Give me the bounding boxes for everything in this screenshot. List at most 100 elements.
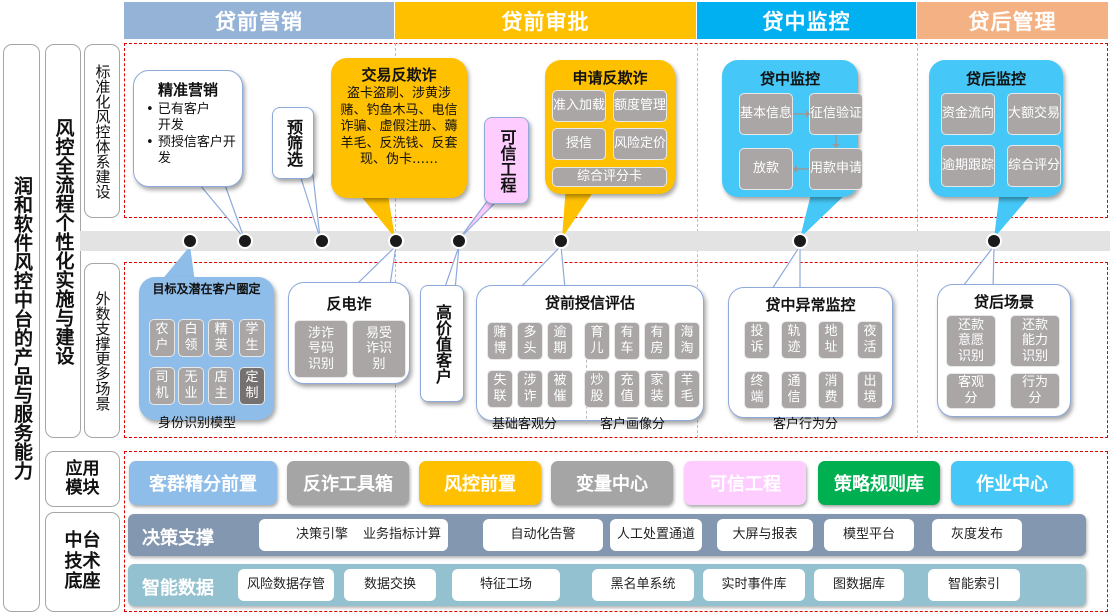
chip-terminal: 终端 [744,371,770,409]
bubble-post-loan-monitor: 贷后监控 资金流向 大额交易 逾期跟踪 综合评分 [929,60,1063,197]
bubble-title: 高价值客户 [433,303,452,384]
cell-smart-index[interactable]: 智能索引 [928,569,1020,601]
bubble-high-value-customer: 高价值客户 [420,285,464,402]
cell-data-exchange[interactable]: 数据交换 [344,569,436,601]
chip-lost-contact: 失联 [487,370,513,408]
sub-bottom-box: 外数支撑更多场景 [84,263,120,438]
cell-model-platform[interactable]: 模型平台 [824,519,914,551]
tail-in-loan [800,190,850,238]
module-label: 可信工程 [709,474,781,495]
cell-blacklist-system[interactable]: 黑名单系统 [592,569,694,601]
tail-prescreen [299,174,321,239]
chip-address: 地址 [818,321,844,359]
sub-top-label: 标准化风控体系建设 [93,63,112,199]
chip-repay-willingness: 还款意愿识别 [946,315,996,367]
bubble-title: 贷后场景 [973,293,1034,311]
chip-elite: 精英 [208,319,234,357]
bottom-region [124,262,1108,438]
main-title-box: 润和软件风控中台的产品与服务能力 [3,44,40,612]
bubble-title: 预筛选 [284,119,303,167]
chip-repay-ability: 还款能力识别 [1010,315,1060,367]
chip-overseas-shopping: 海淘 [674,322,700,360]
bubble-title: 贷前授信评估 [544,294,635,312]
module-risk-front[interactable]: 风控前置 [419,461,541,505]
platform-region [124,451,1108,612]
chip-credit-verify: 征信验证 [809,93,863,135]
module-label: 变量中心 [576,474,648,495]
bubble-title: 贷中异常监控 [765,296,856,314]
module-job-center[interactable]: 作业中心 [951,461,1073,505]
chip-overdue-track: 逾期跟踪 [941,145,995,187]
chip-farmer: 农户 [149,319,175,357]
chip-multi-loan: 多头 [517,322,543,360]
chip-basic-info: 基本信息 [739,93,793,135]
tail-anomaly [768,243,801,293]
cell-feature-factory[interactable]: 特征工场 [452,569,560,601]
timeline-band [80,231,1110,251]
timeline-dot [792,233,808,249]
decision-support-band: 决策支撑 决策引擎 业务指标计算 自动化告警 人工处置通道 大屏与报表 模型平台… [128,514,1086,556]
cell-risk-data-storage[interactable]: 风险数据存管 [238,569,334,601]
chip-fund-flow: 资金流向 [941,93,995,135]
chip-overdue: 逾期 [547,322,573,360]
tail-marketing [198,184,245,239]
bubble-in-loan-monitor: 贷中监控 基本信息 征信验证 放款 用款申请 [722,60,863,197]
chip-complaint: 投诉 [744,321,770,359]
module-anti-fraud-toolbox[interactable]: 反诈工具箱 [287,461,409,505]
module-trusted-engineering[interactable]: 可信工程 [684,461,806,505]
module-label: 风控前置 [444,474,516,495]
cell-auto-alert[interactable]: 自动化告警 [483,519,603,551]
cell-graph-db[interactable]: 图数据库 [814,569,904,601]
chip-large-txn: 大额交易 [1007,93,1061,135]
band-title: 智能数据 [142,578,214,599]
phase-header-post-loan: 贷后管理 [917,2,1108,39]
cell-dashboard-report[interactable]: 大屏与报表 [717,519,813,551]
chip-white-collar: 白领 [178,319,204,357]
bubble-body: 盗卡盗刷、涉黄涉赌、钓鱼木马、电信诈骗、虚假注册、薅羊毛、反洗钱、反套现、伪卡…… [340,86,458,167]
module-customer-segmentation[interactable]: 客群精分前置 [129,461,277,505]
module-label: 策略规则库 [834,474,924,495]
smart-data-band: 智能数据 风险数据存管 数据交换 特征工场 黑名单系统 实时事件库 图数据库 智… [128,564,1086,606]
bubble-anti-telecom-fraud: 反电诈 涉诈号码识别 易受诈识别 [288,282,410,384]
cell-realtime-events[interactable]: 实时事件库 [703,569,805,601]
module-label: 反诈工具箱 [303,474,393,495]
main-title: 润和软件风控中台的产品与服务能力 [11,176,33,480]
bullet-text: 已有客户开发 [157,102,210,134]
tail-credit-eval [518,244,566,289]
timeline-dot [451,233,467,249]
cell-gray-release[interactable]: 灰度发布 [932,519,1022,551]
caption-base-score: 基础客观分 [492,417,558,432]
chip-fraud-involved: 涉诈 [517,370,543,408]
module-strategy-rules[interactable]: 策略规则库 [818,461,940,505]
chip-dunned: 被催 [547,370,573,408]
chip-driver: 司机 [149,367,175,405]
chip-shop-owner: 店主 [208,367,234,405]
chip-overall-score: 综合评分 [1007,145,1061,187]
cell-manual-channel[interactable]: 人工处置通道 [610,519,702,551]
chip-trajectory: 轨迹 [781,321,807,359]
bubble-in-loan-anomaly: 贷中异常监控 投诉 轨迹 地址 夜活 终端 通信 消费 出境 [728,287,893,418]
chip-car: 有车 [614,322,640,360]
chip-exit-country: 出境 [857,371,883,409]
chip-disburse: 放款 [739,148,793,190]
chip-gambling: 赌博 [487,322,513,360]
bubble-trusted-engineering: 可信工程 [484,117,529,204]
chip-student: 学生 [239,319,265,357]
phase-header-in-loan: 贷中监控 [697,2,916,39]
tail-post-loan [994,190,1035,238]
chip-stocks: 炒股 [584,370,610,408]
cell-business-metrics[interactable]: 业务指标计算 [356,519,448,551]
timeline-dot [986,233,1002,249]
phase-header-pre-marketing: 贷前营销 [124,2,394,39]
chip-fraud-number: 涉诈号码识别 [294,320,348,378]
chip-communication: 通信 [781,371,807,409]
module-variable-center[interactable]: 变量中心 [551,461,673,505]
chip-scorecard: 综合评分卡 [552,167,667,187]
bubble-title: 贷后监控 [965,70,1026,88]
bubble-credit-evaluation: 贷前授信评估 赌博 多头 逾期 失联 涉诈 被催 育儿 有车 有房 海淘 炒股 … [476,285,704,424]
chip-custom: 定制 [239,367,265,405]
chip-parenting: 育儿 [584,322,610,360]
chip-susceptible: 易受诈识别 [352,320,406,378]
bubble-title: 反电诈 [326,295,372,313]
caption-behavior-score: 客户行为分 [773,417,839,432]
